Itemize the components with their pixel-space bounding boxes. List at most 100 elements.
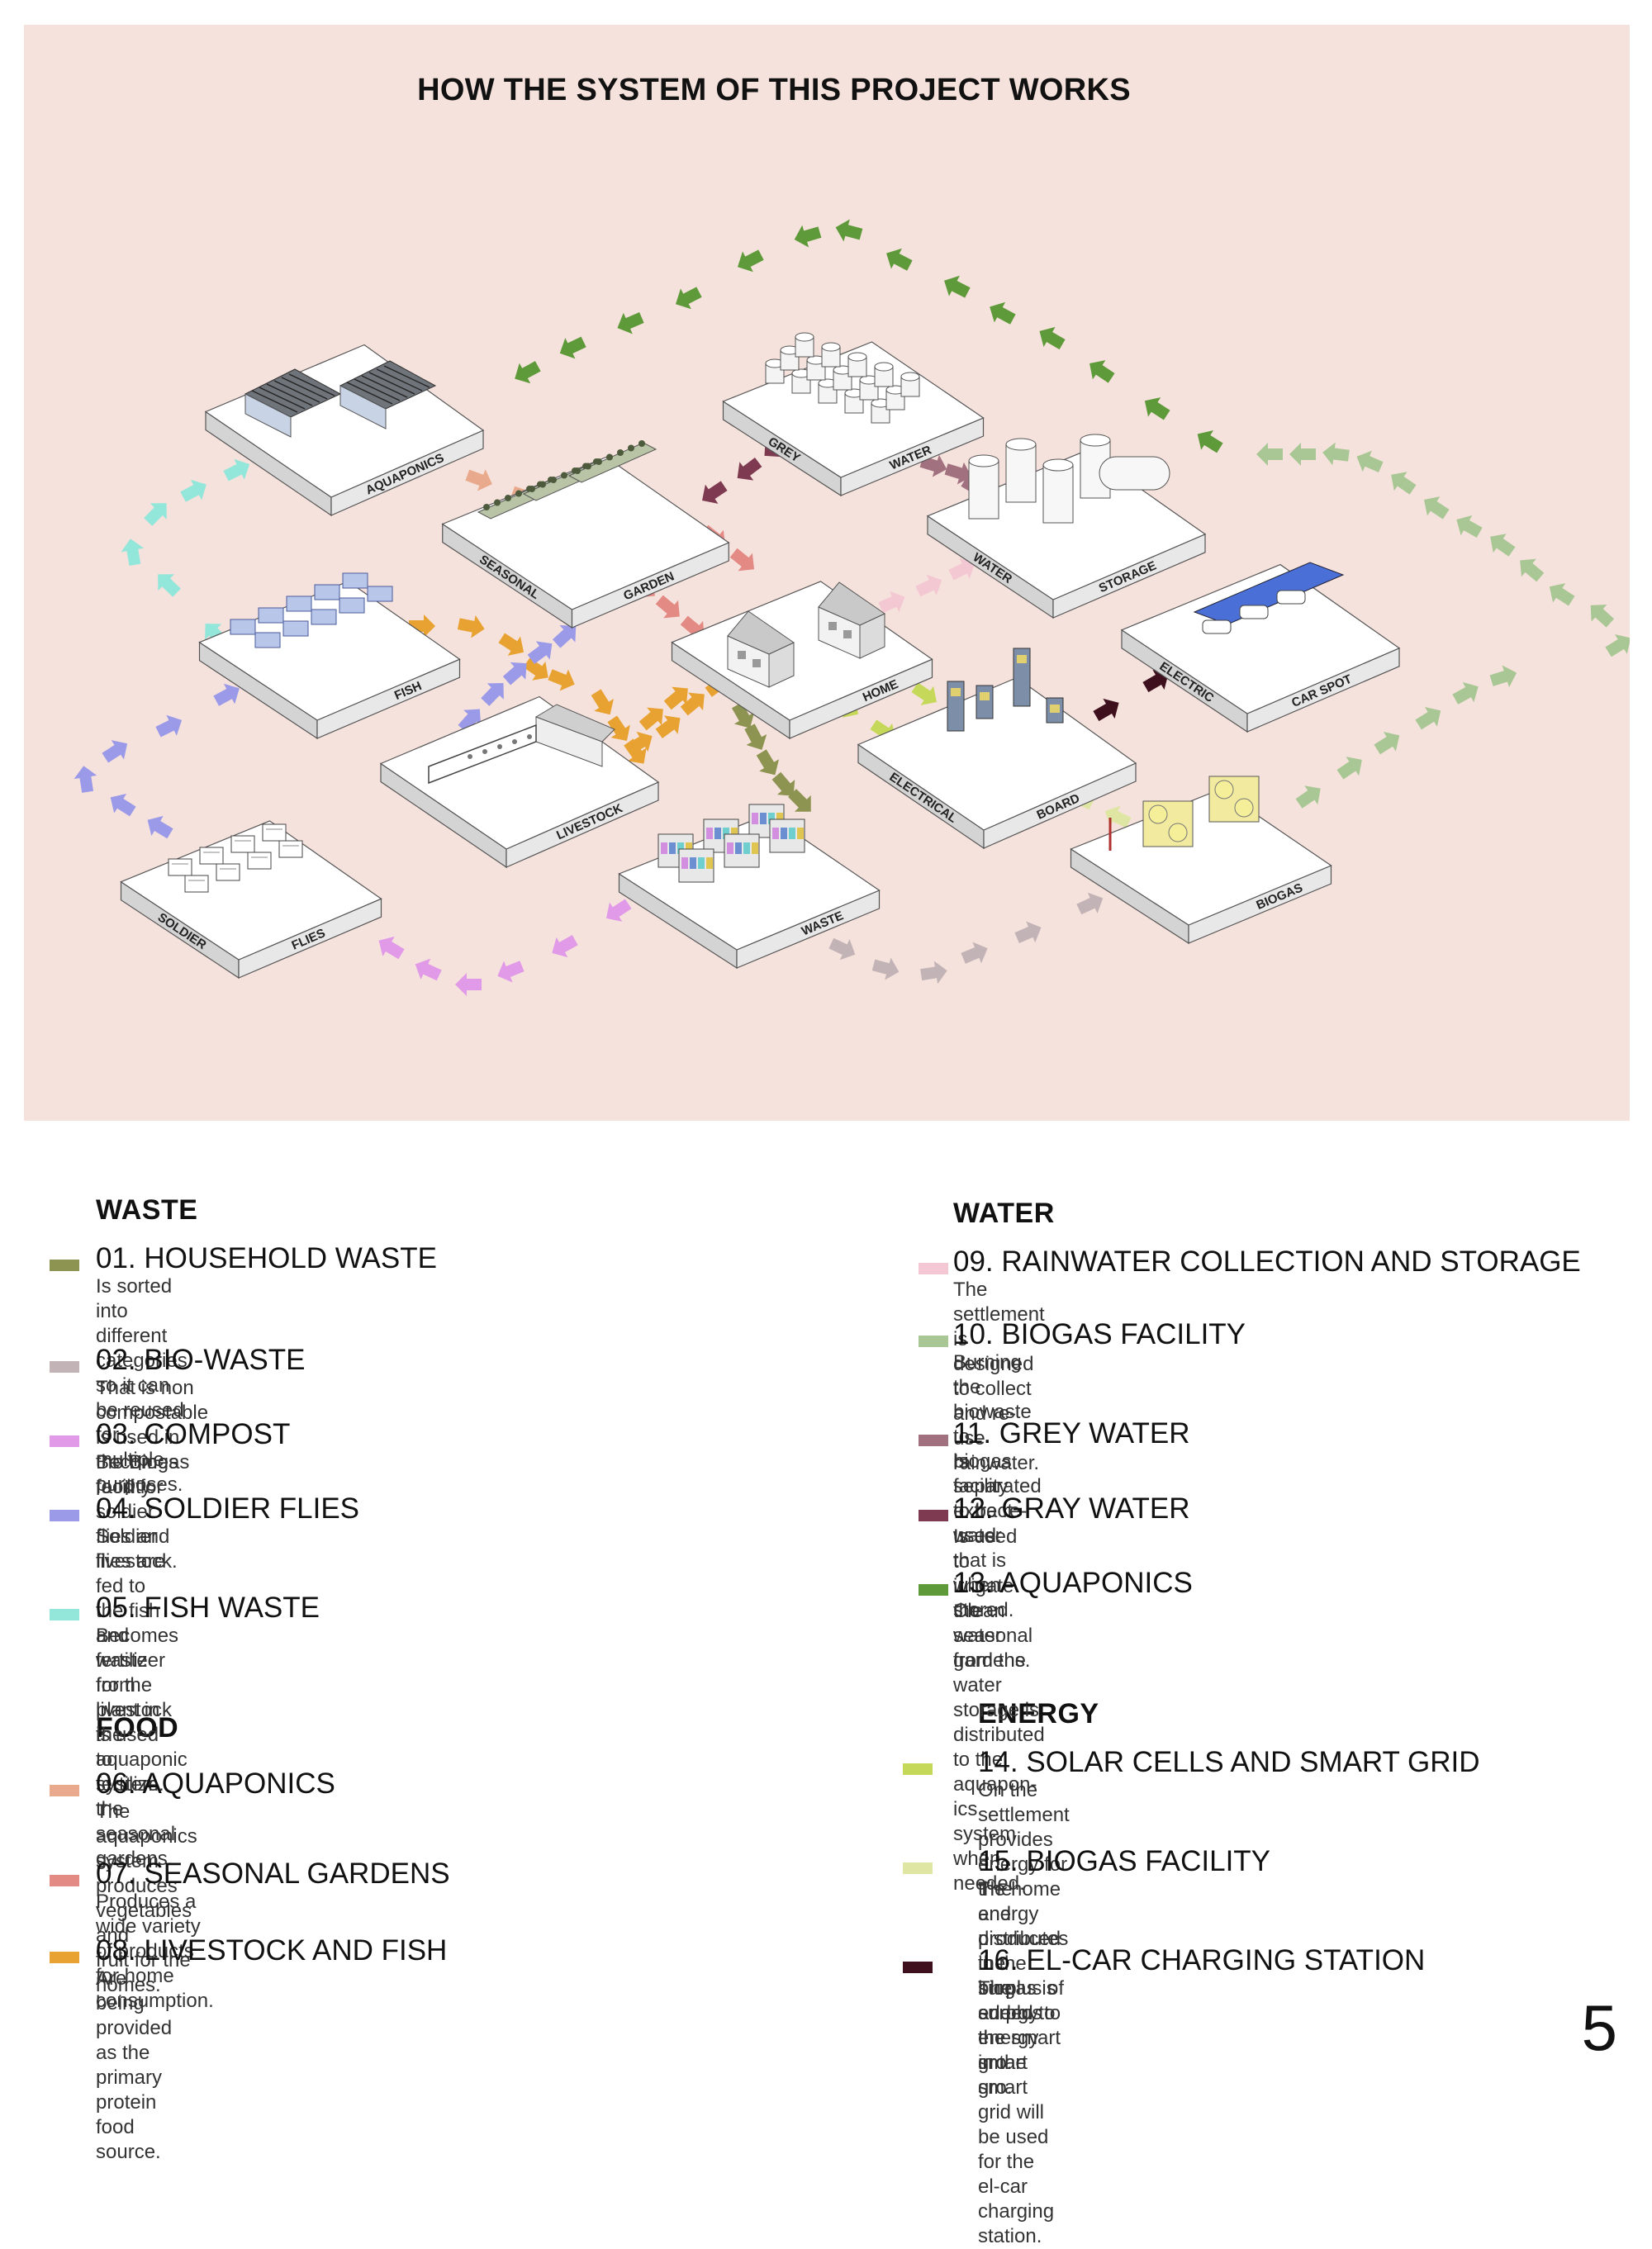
flow-arrow xyxy=(788,789,811,812)
legend-item-desc: Burning the biowaste to biogas facility … xyxy=(953,1350,1032,1623)
flow-arrow xyxy=(1093,698,1119,722)
legend-swatch xyxy=(50,1609,79,1620)
legend-item-title: 16. EL-CAR CHARGING STATION xyxy=(978,1944,1426,1976)
flow-arrow xyxy=(680,692,705,716)
legend-swatch xyxy=(50,1785,79,1796)
diagram-panel: HOW THE SYSTEM OF THIS PROJECT WORKS AQU… xyxy=(24,25,1630,1121)
flow-arrow xyxy=(1336,757,1362,780)
legend-item-desc: Is separated to be re-used. xyxy=(953,1450,1042,1549)
legend-swatch xyxy=(919,1584,948,1596)
flow-arrow xyxy=(498,633,525,656)
flow-arrow xyxy=(919,454,947,477)
flow-arrow xyxy=(527,641,553,664)
legend-item-desc: Is sorted into different categories so i… xyxy=(96,1274,188,1497)
flow-arrow xyxy=(794,225,822,248)
flow-arrow xyxy=(548,669,575,691)
flow-arrow xyxy=(74,766,97,793)
legend-desc-line: The settlement is designed to collect an… xyxy=(953,1279,1045,1474)
legend-desc-line: system. xyxy=(96,1773,164,1796)
legend-item-title: 10. BIOGAS FACILITY xyxy=(953,1318,1246,1350)
pad-livestock: LIVESTOCK xyxy=(379,695,660,869)
flow-arrow xyxy=(481,683,504,706)
flow-arrow xyxy=(110,794,136,817)
flow-arrow xyxy=(1039,326,1066,350)
legend-item-title: 09. RAINWATER COLLECTION AND STORAGE xyxy=(953,1245,1581,1278)
flow-arrow xyxy=(744,724,767,750)
flow-arrow xyxy=(944,462,972,485)
flow-arrow xyxy=(457,615,485,638)
flow-arrow xyxy=(737,457,762,481)
flow-arrow xyxy=(1590,604,1615,628)
legend-item-title: 14. SOLAR CELLS AND SMART GRID xyxy=(978,1746,1480,1778)
legend-desc-line: Is used to irrigate the seasonal gardens… xyxy=(953,1525,1033,1672)
legend-item-desc: Soldier flies are fed to the fish and wa… xyxy=(96,1525,175,1872)
flow-arrow xyxy=(731,702,755,728)
legend-desc-line: Clean water from the water storage is di… xyxy=(953,1600,1045,1796)
flow-arrow xyxy=(378,936,405,960)
legend-heading-water: WATER xyxy=(953,1198,1055,1229)
flow-arrow xyxy=(415,958,442,981)
flow-arrow xyxy=(515,361,541,384)
legend-desc-line: el-car charging station. xyxy=(978,2175,1055,2247)
flow-arrow xyxy=(911,682,937,705)
legend-item-title: 04. SOLDIER FLIES xyxy=(96,1492,360,1525)
legend-desc-line: is used to fertilize the seasonal garden… xyxy=(96,1724,176,1870)
legend-item-desc: Are being provided as the primary protei… xyxy=(96,1967,172,2165)
flow-arrow xyxy=(1104,805,1132,828)
legend-desc-line: The aquaponics system produces vegetable… xyxy=(96,1801,197,1947)
fish-tank-icon xyxy=(230,572,393,648)
flow-arrow xyxy=(502,662,527,686)
legend-swatch xyxy=(919,1435,948,1446)
flow-arrow xyxy=(655,595,680,619)
flow-arrow xyxy=(961,942,988,964)
legend-desc-line: Produces a wide variety of products for … xyxy=(96,1891,214,2012)
legend-item-title: 11. GREY WATER xyxy=(953,1417,1190,1450)
legend-swatch xyxy=(919,1510,948,1521)
pad-aquaponics: AQUAPONICS xyxy=(204,344,485,517)
legend-swatch xyxy=(903,1862,933,1874)
flow-arrow xyxy=(102,740,128,763)
flow-arrow xyxy=(1549,583,1575,606)
legend-desc-line: Is sorted into different categories so i… xyxy=(96,1275,188,1446)
flow-arrow xyxy=(702,481,728,504)
flow-arrow xyxy=(1520,558,1545,582)
biogas-tank-icon xyxy=(1108,776,1260,851)
legend-item-desc: Becomes food for soldier flies and lives… xyxy=(96,1450,178,1574)
legend-item-title: 12. GRAY WATER xyxy=(953,1492,1190,1525)
legend-item-desc: Produces a wide variety of products for … xyxy=(96,1890,214,2014)
flow-arrow xyxy=(738,249,764,273)
legend-swatch xyxy=(903,1962,933,1973)
legend-item-title: 15. BIOGAS FACILITY xyxy=(978,1845,1271,1877)
flow-arrow xyxy=(756,749,780,776)
legend-swatch xyxy=(50,1510,79,1521)
page-number: 5 xyxy=(1581,1991,1617,2064)
flow-arrow xyxy=(1144,397,1170,420)
legend-item-desc: The settlement is designed to collect an… xyxy=(953,1278,1045,1476)
flow-arrow xyxy=(1356,450,1384,473)
legend-desc-line: fruit for the homes. xyxy=(96,1949,191,1996)
flow-arrow xyxy=(1490,534,1516,557)
flow-arrow xyxy=(771,771,795,796)
flow-arrow xyxy=(944,275,971,298)
flow-arrow xyxy=(886,248,913,271)
legend-item-title: 01. HOUSEHOLD WASTE xyxy=(96,1242,437,1274)
flow-arrow xyxy=(638,707,663,731)
legend-heading-waste: WASTE xyxy=(96,1194,198,1226)
flow-arrow xyxy=(729,548,755,572)
legend-item-title: 05. FISH WASTE xyxy=(96,1592,320,1624)
waste-bin-icon xyxy=(657,804,805,883)
house-icon xyxy=(727,581,886,688)
flow-arrow xyxy=(121,539,145,566)
legend-swatch xyxy=(50,1361,79,1373)
legend-heading-food: FOOD xyxy=(96,1712,179,1744)
legend-heading-energy: ENERGY xyxy=(978,1698,1099,1729)
flow-arrow xyxy=(605,899,632,922)
flow-arrow xyxy=(497,961,525,983)
flow-arrow xyxy=(1197,430,1223,453)
legend-swatch xyxy=(919,1263,948,1274)
legend-item-desc: The aquaponics system produces vegetable… xyxy=(96,1800,197,1998)
